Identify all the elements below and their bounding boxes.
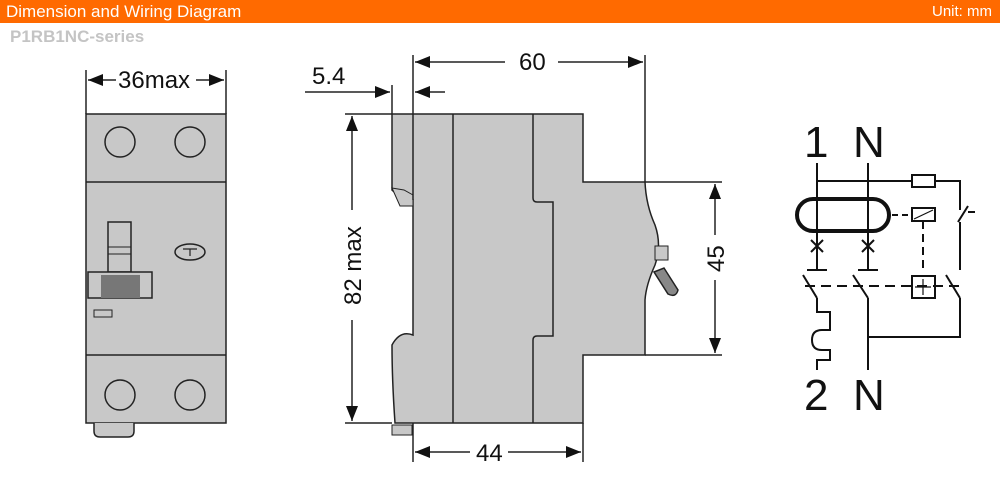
terminal-n-bottom-label: N (853, 371, 885, 420)
front-width-label: 36max (118, 67, 190, 94)
depth-label: 60 (519, 49, 546, 76)
front-face-label: 45 (703, 245, 730, 272)
offset-label: 5.4 (312, 63, 345, 90)
terminal-1-label: 1 (804, 118, 828, 167)
base-depth-label: 44 (476, 440, 503, 467)
header-bar: Dimension and Wiring Diagram Unit: mm (0, 0, 1000, 23)
terminal-2-label: 2 (804, 371, 828, 420)
series-label: P1RB1NC-series (10, 27, 145, 46)
height-label: 82 max (340, 226, 367, 305)
side-view (305, 55, 722, 462)
wiring-diagram (795, 163, 975, 370)
front-view (85, 70, 227, 438)
terminal-n-top-label: N (853, 118, 885, 167)
header-title: Dimension and Wiring Diagram (6, 2, 242, 21)
unit-label: Unit: mm (932, 3, 992, 20)
